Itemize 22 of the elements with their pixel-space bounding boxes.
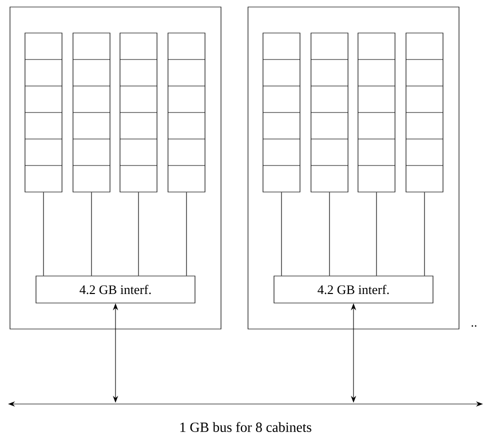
- memory-stack: [406, 32, 444, 192]
- memory-stack: [358, 32, 396, 192]
- connector-line: [281, 192, 282, 276]
- continuation-dots: ..: [472, 325, 476, 327]
- memory-stack: [168, 32, 206, 192]
- memory-stack: [262, 32, 300, 192]
- connector-line: [91, 192, 92, 276]
- connector-line: [329, 192, 330, 276]
- bus-caption: 1 GB bus for 8 cabinets: [180, 422, 312, 432]
- connector-line: [376, 192, 377, 276]
- cabinet-box: [10, 6, 222, 330]
- cabinet-box: [248, 6, 460, 330]
- memory-stack: [24, 32, 62, 192]
- interface-box: 4.2 GB interf.: [274, 276, 434, 304]
- connector-line: [138, 192, 139, 276]
- connector-line: [186, 192, 187, 276]
- connector-line: [424, 192, 425, 276]
- connector-line: [43, 192, 44, 276]
- memory-stack: [310, 32, 348, 192]
- memory-stack: [120, 32, 158, 192]
- interface-box: 4.2 GB interf.: [36, 276, 196, 304]
- memory-stack: [72, 32, 110, 192]
